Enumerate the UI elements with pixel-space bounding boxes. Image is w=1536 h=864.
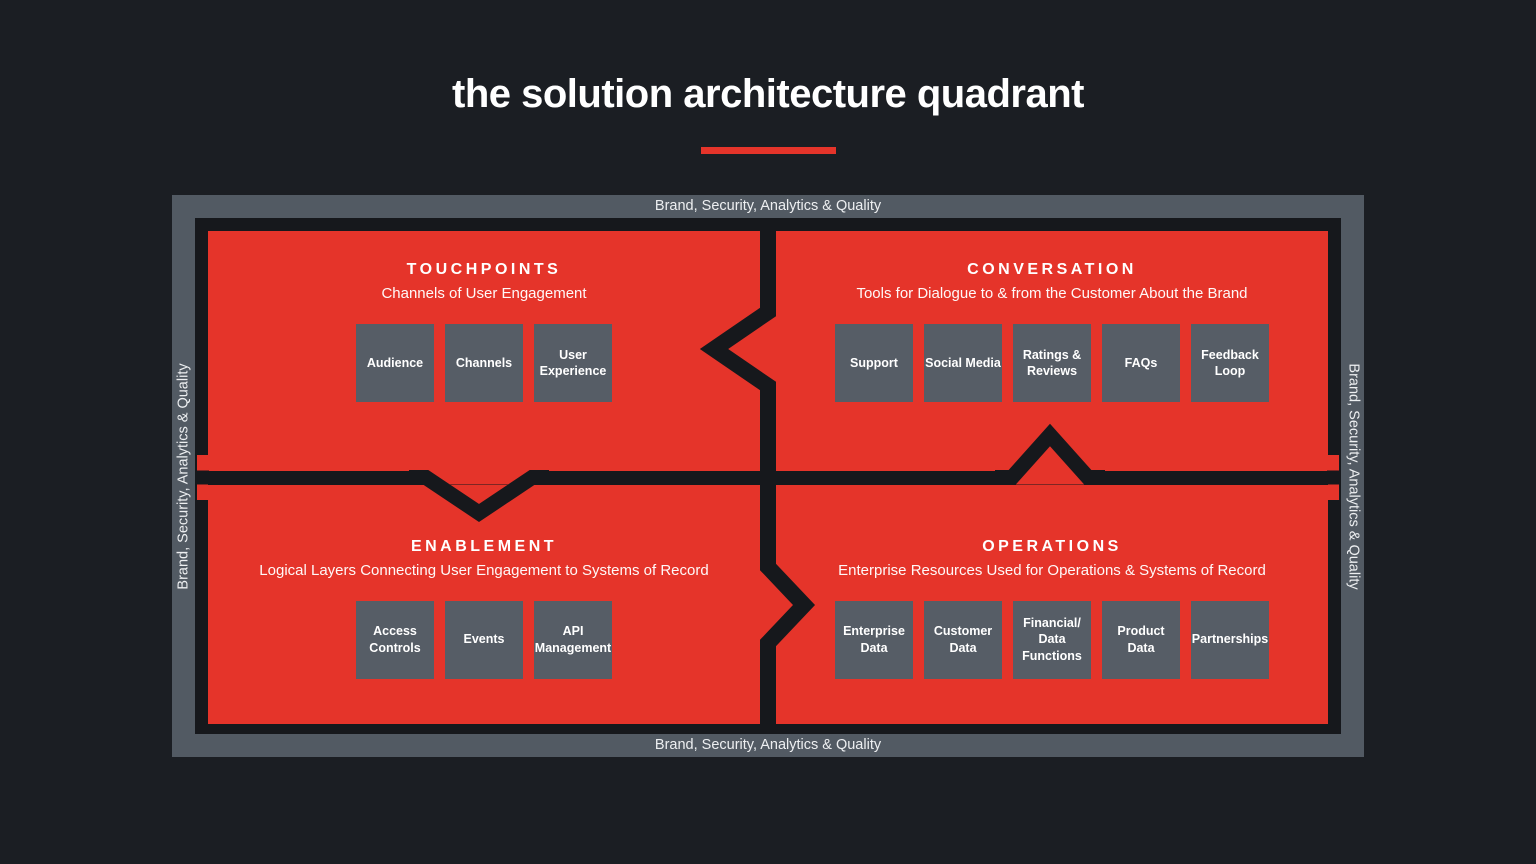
- component-boxes: Support Social Media Ratings & Reviews F…: [835, 324, 1269, 402]
- border-label-top: Brand, Security, Analytics & Quality: [654, 198, 882, 214]
- quadrant-subtitle: Logical Layers Connecting User Engagemen…: [259, 561, 709, 579]
- quadrant-subtitle: Enterprise Resources Used for Operations…: [838, 561, 1266, 579]
- quadrant-heading: TOUCHPOINTS: [406, 261, 562, 278]
- page-title: the solution architecture quadrant: [452, 72, 1084, 116]
- quadrant-grid: TOUCHPOINTS Channels of User Engagement …: [208, 231, 1328, 724]
- component-boxes: Enterprise Data Customer Data Financial/…: [835, 600, 1269, 679]
- title-underline: [701, 147, 836, 154]
- component-box-social-media: Social Media: [924, 324, 1002, 402]
- component-box-product-data: Product Data: [1102, 600, 1180, 679]
- quadrant-subtitle: Channels of User Engagement: [381, 285, 587, 302]
- divider-patch: [1327, 470, 1341, 485]
- component-box-customer-data: Customer Data: [924, 600, 1002, 679]
- component-box-api-management: API Management: [534, 600, 612, 679]
- diagram-area: TOUCHPOINTS Channels of User Engagement …: [195, 218, 1341, 734]
- divider-patch: [195, 470, 209, 485]
- divider-patch: [1328, 455, 1339, 500]
- divider-patch: [197, 455, 208, 500]
- component-box-support: Support: [835, 324, 913, 402]
- quadrant-operations: OPERATIONS Enterprise Resources Used for…: [776, 484, 1328, 724]
- component-box-user-experience: User Experience: [534, 324, 612, 402]
- quadrant-subtitle: Tools for Dialogue to & from the Custome…: [856, 285, 1248, 302]
- component-box-channels: Channels: [445, 324, 523, 402]
- component-box-ratings-reviews: Ratings & Reviews: [1013, 324, 1091, 402]
- quadrant-enablement: ENABLEMENT Logical Layers Connecting Use…: [208, 484, 760, 724]
- border-label-bottom: Brand, Security, Analytics & Quality: [654, 737, 882, 753]
- quadrant-heading: ENABLEMENT: [410, 537, 558, 555]
- component-box-audience: Audience: [356, 324, 434, 402]
- component-boxes: Access Controls Events API Management: [356, 600, 612, 679]
- border-label-right: Brand, Security, Analytics & Quality: [1345, 362, 1361, 590]
- quadrant-conversation: CONVERSATION Tools for Dialogue to & fro…: [776, 231, 1328, 471]
- component-box-feedback-loop: Feedback Loop: [1191, 324, 1269, 402]
- component-box-enterprise-data: Enterprise Data: [835, 600, 913, 679]
- component-box-events: Events: [445, 600, 523, 679]
- quadrant-touchpoints: TOUCHPOINTS Channels of User Engagement …: [208, 231, 760, 471]
- quadrant-heading: OPERATIONS: [982, 537, 1122, 555]
- border-frame: Brand, Security, Analytics & Quality Bra…: [172, 195, 1364, 757]
- component-boxes: Audience Channels User Experience: [356, 324, 612, 402]
- quadrant-heading: CONVERSATION: [967, 261, 1137, 278]
- component-box-partnerships: Partnerships: [1191, 600, 1269, 679]
- border-label-left: Brand, Security, Analytics & Quality: [175, 362, 191, 590]
- component-box-faqs: FAQs: [1102, 324, 1180, 402]
- component-box-financial-data-functions: Financial/ Data Functions: [1013, 600, 1091, 679]
- component-box-access-controls: Access Controls: [356, 600, 434, 679]
